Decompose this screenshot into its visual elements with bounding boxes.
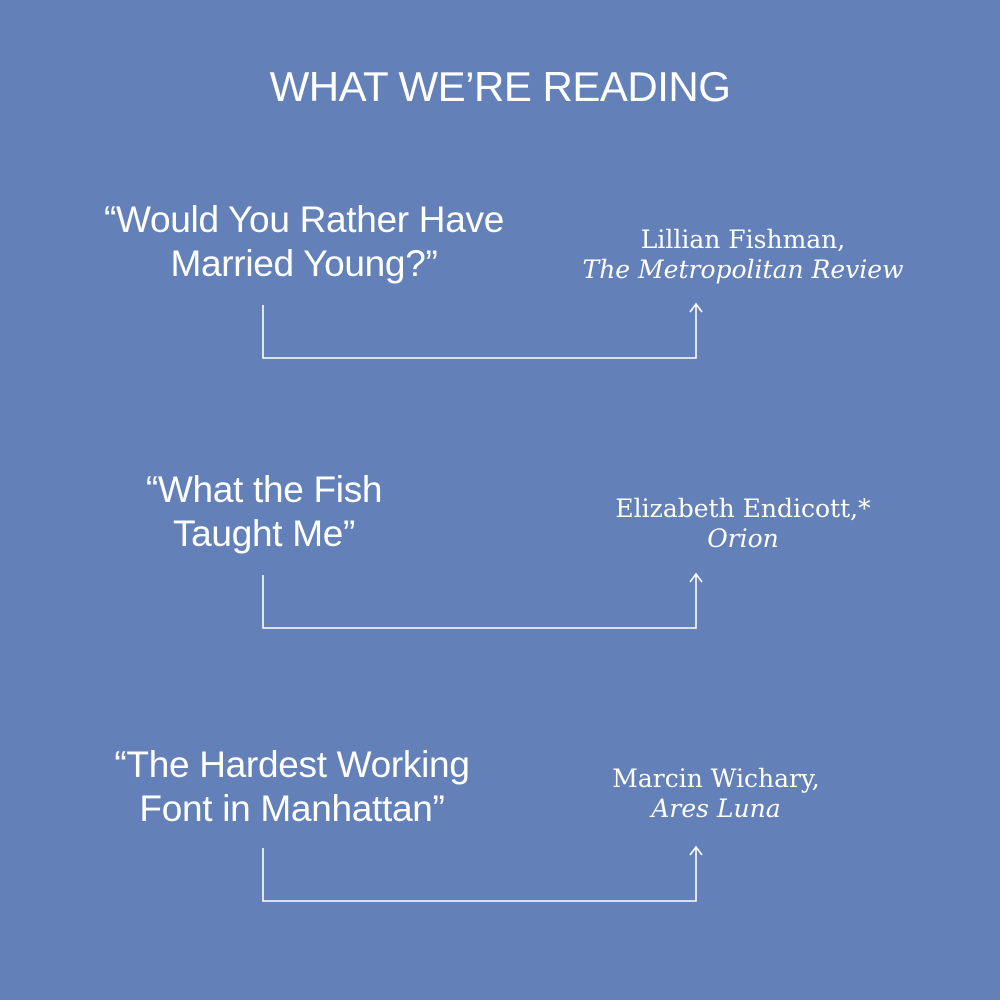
article-title-line: “What the Fish (145, 469, 383, 510)
publication-name: Ares Luna (651, 794, 781, 823)
article-credit: Lillian Fishman, The Metropolitan Review (543, 225, 943, 285)
article-title: “Would You Rather Have Married Young?” (0, 198, 608, 286)
publication-name: Orion (707, 524, 779, 553)
arrow-up-icon (262, 572, 703, 629)
author-name: Elizabeth Endicott,* (615, 494, 871, 523)
article-title-line: Married Young?” (170, 243, 438, 284)
article-title-line: Taught Me” (172, 513, 356, 554)
article-credit: Elizabeth Endicott,* Orion (543, 494, 943, 554)
publication-name: The Metropolitan Review (582, 255, 904, 284)
article-title-line: “Would You Rather Have (104, 199, 504, 240)
page-heading: WHAT WE’RE READING (269, 63, 731, 110)
author-name: Lillian Fishman, (640, 225, 846, 254)
article-title: “The Hardest Working Font in Manhattan” (0, 743, 584, 831)
article-title: “What the Fish Taught Me” (0, 468, 528, 556)
arrow-up-icon (262, 302, 703, 359)
article-credit: Marcin Wichary, Ares Luna (516, 764, 916, 824)
article-title-line: Font in Manhattan” (139, 788, 445, 829)
arrow-up-icon (262, 845, 703, 902)
article-title-line: “The Hardest Working (114, 744, 470, 785)
author-name: Marcin Wichary, (612, 764, 820, 793)
